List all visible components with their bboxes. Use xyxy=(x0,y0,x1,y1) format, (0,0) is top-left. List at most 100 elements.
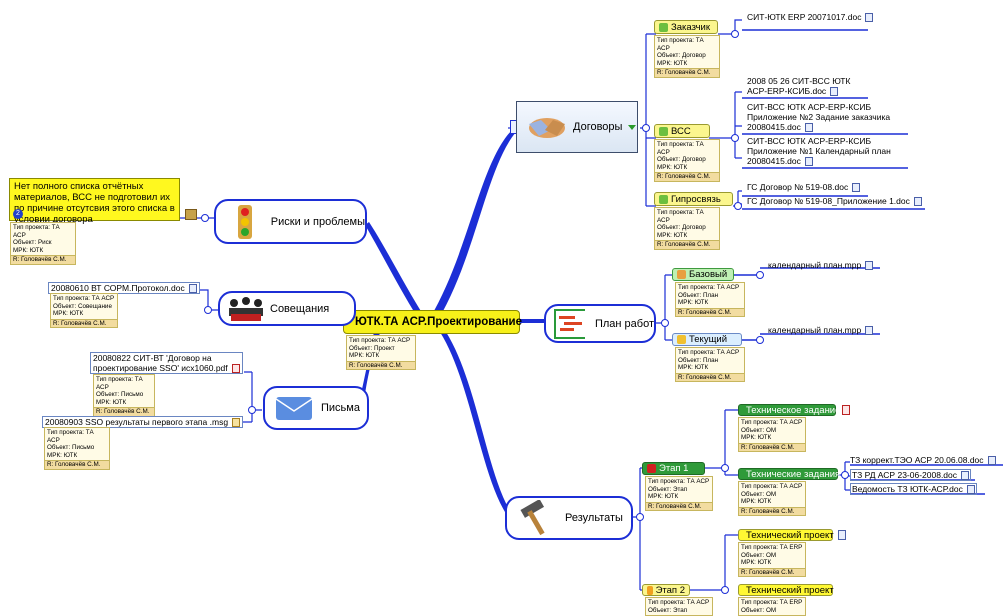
prop-line: Объект: ОМ xyxy=(741,426,777,434)
sub-label: Базовый xyxy=(689,269,728,280)
topic-label: Совещания xyxy=(270,302,330,315)
responsible-line: R: Головачёв С.М. xyxy=(94,407,154,416)
topic-label: Договоры xyxy=(573,121,623,133)
topic-plan[interactable]: План работ xyxy=(544,304,656,343)
responsible-line: R: Головачёв С.М. xyxy=(51,318,117,328)
central-topic[interactable]: ЮТК.ТА АСР.Проектирование xyxy=(343,310,522,334)
risk-properties: Тип проекта: ТА АСР Объект: Риск МРК: ЮТ… xyxy=(10,222,76,265)
responsible-line: R: Головачёв С.М. xyxy=(655,240,719,249)
prop-line: Объект: Риск xyxy=(13,239,52,247)
dropdown-triangle-icon[interactable] xyxy=(628,124,637,130)
document-icon xyxy=(987,456,996,466)
sub-tekushchiy[interactable]: Текущий xyxy=(672,333,742,346)
prop-line: МРК: ЮТК xyxy=(678,299,709,307)
doc-name: СИТ-ВСС ЮТК АСР-ERP-КСИБ Приложение №2 З… xyxy=(747,102,891,132)
sub-etap-1[interactable]: Этап 1 xyxy=(642,462,705,475)
sub-label: Технические задания xyxy=(746,468,841,480)
topic-label: План работ xyxy=(594,317,654,330)
doc-link[interactable]: ТЗ коррект.ТЭО АСР 20.06.08.doc xyxy=(850,455,996,466)
sub-giprosvyaz[interactable]: Гипросвязь xyxy=(654,192,733,206)
topic-riski[interactable]: Риски и проблемы xyxy=(214,199,367,244)
doc-link[interactable]: ГС Договор № 519-08_Приложение 1.doc xyxy=(747,196,922,207)
globe-icon xyxy=(659,22,668,32)
doc-link[interactable]: ТЗ РД АСР 23-06-2008.doc xyxy=(850,469,972,482)
sub-properties: Тип проекта: ТА АСР Объект: Договор МРК:… xyxy=(654,207,720,250)
pdf-icon[interactable] xyxy=(842,405,850,415)
doc-name: СИТ-ЮТК ERP 20071017.doc xyxy=(747,12,862,22)
topic-soveshaniya[interactable]: Совещания xyxy=(218,291,356,326)
document-icon xyxy=(804,157,813,167)
mail-icon xyxy=(232,418,241,428)
globe-icon xyxy=(659,126,668,136)
sub-tz-multi[interactable]: Технические задания xyxy=(738,468,841,480)
prop-line: Тип проекта: ТА АСР xyxy=(741,419,803,426)
clock-icon xyxy=(677,270,686,279)
sub-label: Этап 1 xyxy=(659,463,689,474)
topic-label: Результаты xyxy=(565,512,623,524)
document-icon xyxy=(961,471,970,481)
topic-label: Риски и проблемы xyxy=(270,215,365,228)
prop-line: Объект: План xyxy=(678,291,719,299)
doc-link[interactable]: СИТ-ЮТК ERP 20071017.doc xyxy=(747,12,874,23)
sub-properties: Тип проекта: ТА АСР Объект: ОМ МРК: ЮТК … xyxy=(738,417,806,453)
responsible-line: R: Головачёв С.М. xyxy=(676,307,744,317)
sub-label: Технический проект xyxy=(746,584,834,596)
topic-pisma[interactable]: Письма xyxy=(263,386,369,430)
document-icon[interactable] xyxy=(838,530,846,540)
doc-link[interactable]: 20080903 SSO результаты первого этапа .m… xyxy=(42,416,244,429)
risk-note[interactable]: Нет полного списка отчётных материалов, … xyxy=(9,178,180,225)
sub-tp-2[interactable]: Технический проект xyxy=(738,584,834,596)
document-icon xyxy=(188,284,197,294)
sub-properties: Тип проекта: ТА АСР Объект: Договор МРК:… xyxy=(654,35,720,78)
project-file-icon xyxy=(865,326,874,336)
prop-line: МРК: ЮТК xyxy=(96,398,127,406)
prop-line: Тип проекта: ТА АСР xyxy=(648,599,710,606)
prop-line: Тип проекта: ТА АСР xyxy=(53,295,115,302)
sub-label: Технический проект xyxy=(746,529,834,541)
sub-bazovy[interactable]: Базовый xyxy=(672,268,734,281)
prop-line: Объект: Письмо xyxy=(47,444,95,452)
prop-line: МРК: ЮТК xyxy=(741,559,772,567)
doc-link[interactable]: календарный план.mpp xyxy=(768,325,874,336)
prop-line: Тип проекта: ТА АСР xyxy=(648,478,710,485)
doc-name: ГС Договор № 519-08.doc xyxy=(747,182,849,192)
document-icon xyxy=(913,197,922,207)
responsible-line: R: Головачёв С.М. xyxy=(739,567,805,577)
sub-properties: Тип проекта: ТА ERP Объект: ОМ МРК: ЮТК … xyxy=(738,542,806,578)
sub-tp-1[interactable]: Технический проект xyxy=(738,529,834,541)
priority-number: 2 xyxy=(16,210,20,217)
sub-properties: Тип проекта: ТА АСР Объект: План МРК: ЮТ… xyxy=(675,347,745,383)
doc-link[interactable]: ГС Договор № 519-08.doc xyxy=(747,182,861,193)
doc-link[interactable]: СИТ-ВСС ЮТК АСР-ERP-КСИБ Приложение №2 З… xyxy=(747,102,907,133)
sub-label: Текущий xyxy=(689,334,727,345)
topic-dogovory[interactable]: Договоры xyxy=(516,101,638,153)
responsible-line: R: Головачёв С.М. xyxy=(11,255,75,264)
prop-line: МРК: ЮТК xyxy=(678,364,709,372)
doc-link[interactable]: 20080822 СИТ-ВТ 'Договор на проектирован… xyxy=(90,352,243,375)
document-icon xyxy=(865,13,874,23)
sub-zakazchik[interactable]: Заказчик xyxy=(654,20,718,34)
responsible-line: R: Головачёв С.М. xyxy=(646,501,712,511)
sub-vss[interactable]: ВСС xyxy=(654,124,710,138)
meeting-properties: Тип проекта: ТА АСР Объект: Совещание МР… xyxy=(50,293,118,329)
prop-line: МРК: ЮТК xyxy=(657,231,688,239)
doc-link[interactable]: СИТ-ВСС ЮТК АСР-ERP-КСИБ Приложение №1 К… xyxy=(747,136,907,167)
prop-line: МРК: ЮТК xyxy=(349,352,380,360)
prop-line: Тип проекта: ТА АСР xyxy=(96,376,143,391)
flag-icon xyxy=(647,464,656,473)
task-icon xyxy=(185,209,197,220)
prop-line: МРК: ЮТК xyxy=(648,493,679,501)
sub-etap-2[interactable]: Этап 2 xyxy=(642,584,690,596)
doc-link[interactable]: календарный план.mpp xyxy=(768,260,874,271)
document-icon xyxy=(830,87,839,97)
doc-link[interactable]: 2008 05 26 СИТ-ВСС ЮТК АСР-ERP-КСИБ.doc xyxy=(747,76,867,97)
doc-link[interactable]: 20080610 ВТ СОРМ.Протокол.doc xyxy=(48,282,200,295)
doc-name: календарный план.mpp xyxy=(768,260,862,270)
topic-rezultaty[interactable]: Результаты xyxy=(505,496,633,540)
doc-link[interactable]: Ведомость ТЗ ЮТК-АСР.doc xyxy=(850,483,977,496)
sub-tz[interactable]: Техническое задание xyxy=(738,404,840,416)
letter-properties: Тип проекта: ТА АСР Объект: Письмо МРК: … xyxy=(44,427,110,470)
sub-properties: Тип проекта: ТА АСР Объект: Этап МРК: ЮТ… xyxy=(645,476,713,512)
